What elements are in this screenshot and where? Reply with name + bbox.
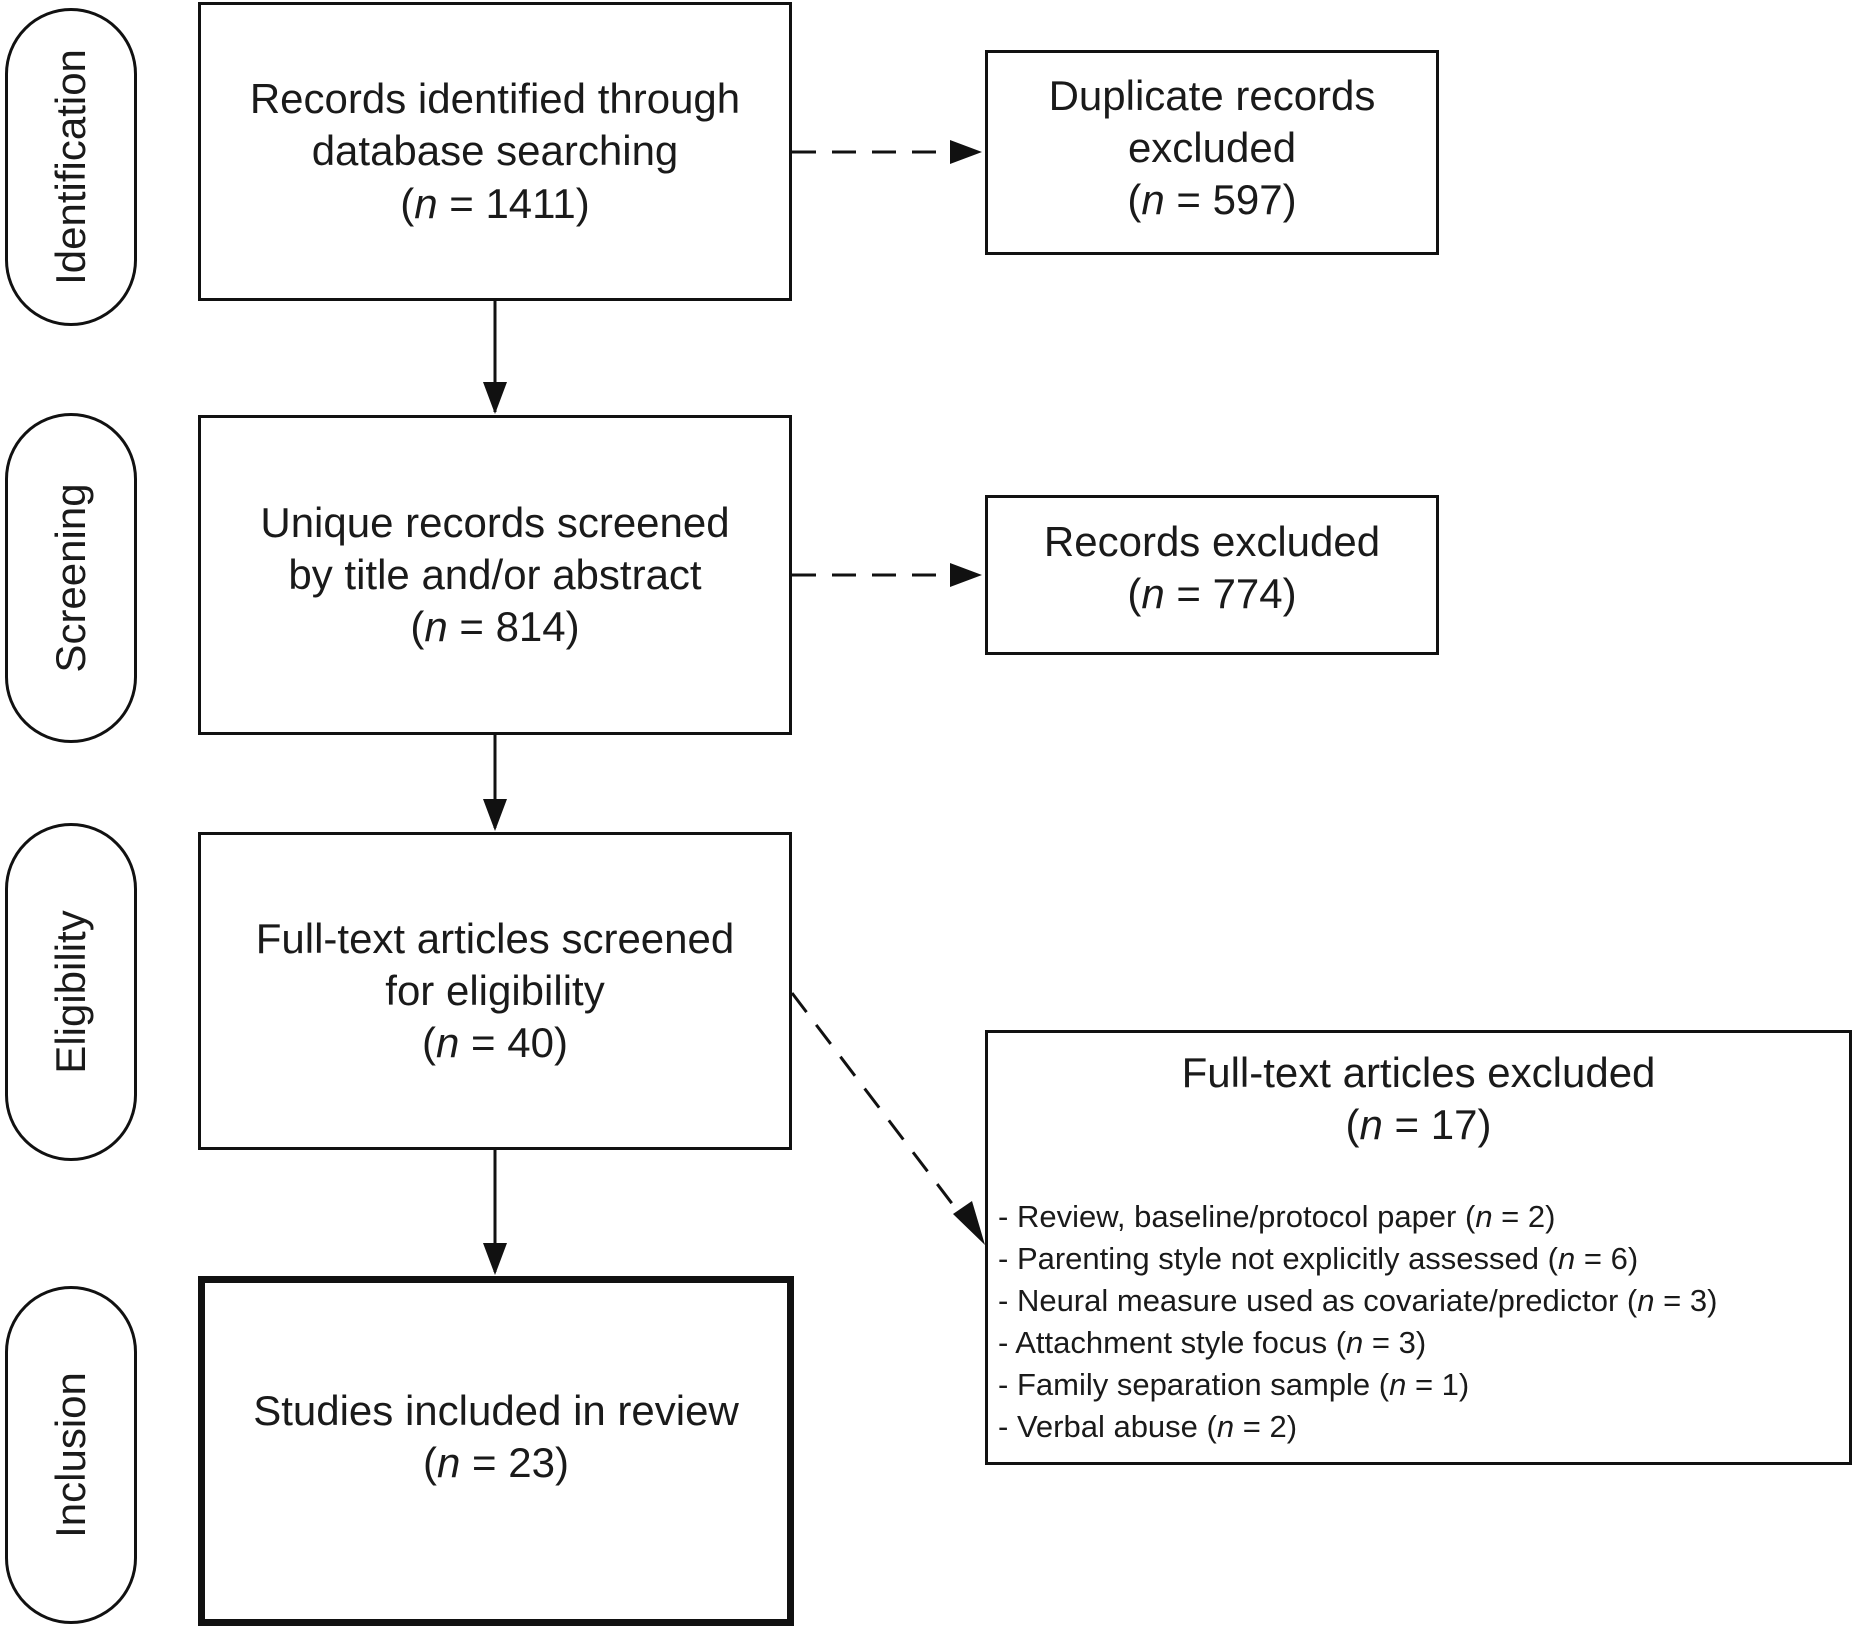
- records-excluded-line-1: Records excluded: [1043, 518, 1381, 565]
- exclusion-reason-item: - Parenting style not explicitly assesse…: [998, 1241, 1639, 1276]
- arrowhead-eligibility-to-included: [483, 1243, 507, 1275]
- arrowhead-to-records-excluded: [950, 563, 982, 587]
- duplicates-excluded-box: Duplicate records excluded (n = 597): [985, 50, 1439, 255]
- exclusion-reason-item: - Review, baseline/protocol paper (n = 2…: [998, 1199, 1556, 1234]
- fulltext-excluded-count: (n = 17): [1345, 1101, 1492, 1149]
- exclusion-reason-item: - Verbal abuse (n = 2): [998, 1409, 1298, 1444]
- records-identified-box: Records identified through database sear…: [198, 2, 792, 301]
- stage-eligibility: Eligibility: [5, 823, 137, 1161]
- duplicates-count: (n = 597): [1127, 176, 1297, 224]
- records-excluded-count: (n = 774): [1127, 570, 1297, 618]
- arrowhead-screened-to-eligibility: [483, 799, 507, 831]
- stage-inclusion: Inclusion: [5, 1286, 137, 1624]
- duplicates-line-1: Duplicate records: [1048, 72, 1376, 119]
- exclusion-reason-item: - Attachment style focus (n = 3): [998, 1325, 1427, 1360]
- records-identified-count: (n = 1411): [400, 179, 590, 227]
- duplicates-line-2: excluded: [1127, 124, 1297, 172]
- eligibility-line-1: Full-text articles screened: [255, 914, 735, 962]
- fulltext-excluded-header: Full-text articles excluded (n = 17): [988, 1047, 1849, 1151]
- records-screened-line-1: Unique records screened: [260, 498, 730, 546]
- stage-screening: Screening: [5, 413, 137, 743]
- studies-included-count: (n = 23): [423, 1439, 569, 1486]
- arrow-to-fulltext-excluded: [790, 992, 965, 1219]
- arrowhead-identified-to-screened: [483, 382, 507, 414]
- arrowhead-to-fulltext-excluded: [953, 1201, 985, 1245]
- records-identified-line-1: Records identified through: [249, 75, 741, 123]
- records-excluded-box: Records excluded (n = 774): [985, 495, 1439, 655]
- exclusion-reason-item: - Family separation sample (n = 1): [998, 1367, 1470, 1402]
- records-identified-line-2: database searching: [311, 127, 679, 175]
- exclusion-reason-item: - Neural measure used as covariate/predi…: [998, 1283, 1718, 1318]
- stage-identification: Identification: [5, 8, 137, 326]
- fulltext-excluded-title: Full-text articles excluded: [1181, 1049, 1656, 1096]
- arrowhead-to-duplicates: [950, 140, 982, 164]
- studies-included-box: Studies included in review (n = 23): [198, 1276, 794, 1626]
- records-screened-count: (n = 814): [410, 603, 580, 651]
- exclusion-reasons-list: - Review, baseline/protocol paper (n = 2…: [998, 1196, 1717, 1448]
- eligibility-box: Full-text articles screened for eligibil…: [198, 832, 792, 1150]
- eligibility-line-2: for eligibility: [385, 966, 605, 1014]
- fulltext-excluded-box: Full-text articles excluded (n = 17) - R…: [985, 1030, 1852, 1465]
- records-screened-line-2: by title and/or abstract: [288, 550, 702, 598]
- studies-included-line-1: Studies included in review: [253, 1386, 739, 1434]
- records-screened-box: Unique records screened by title and/or …: [198, 415, 792, 735]
- eligibility-count: (n = 40): [422, 1019, 568, 1067]
